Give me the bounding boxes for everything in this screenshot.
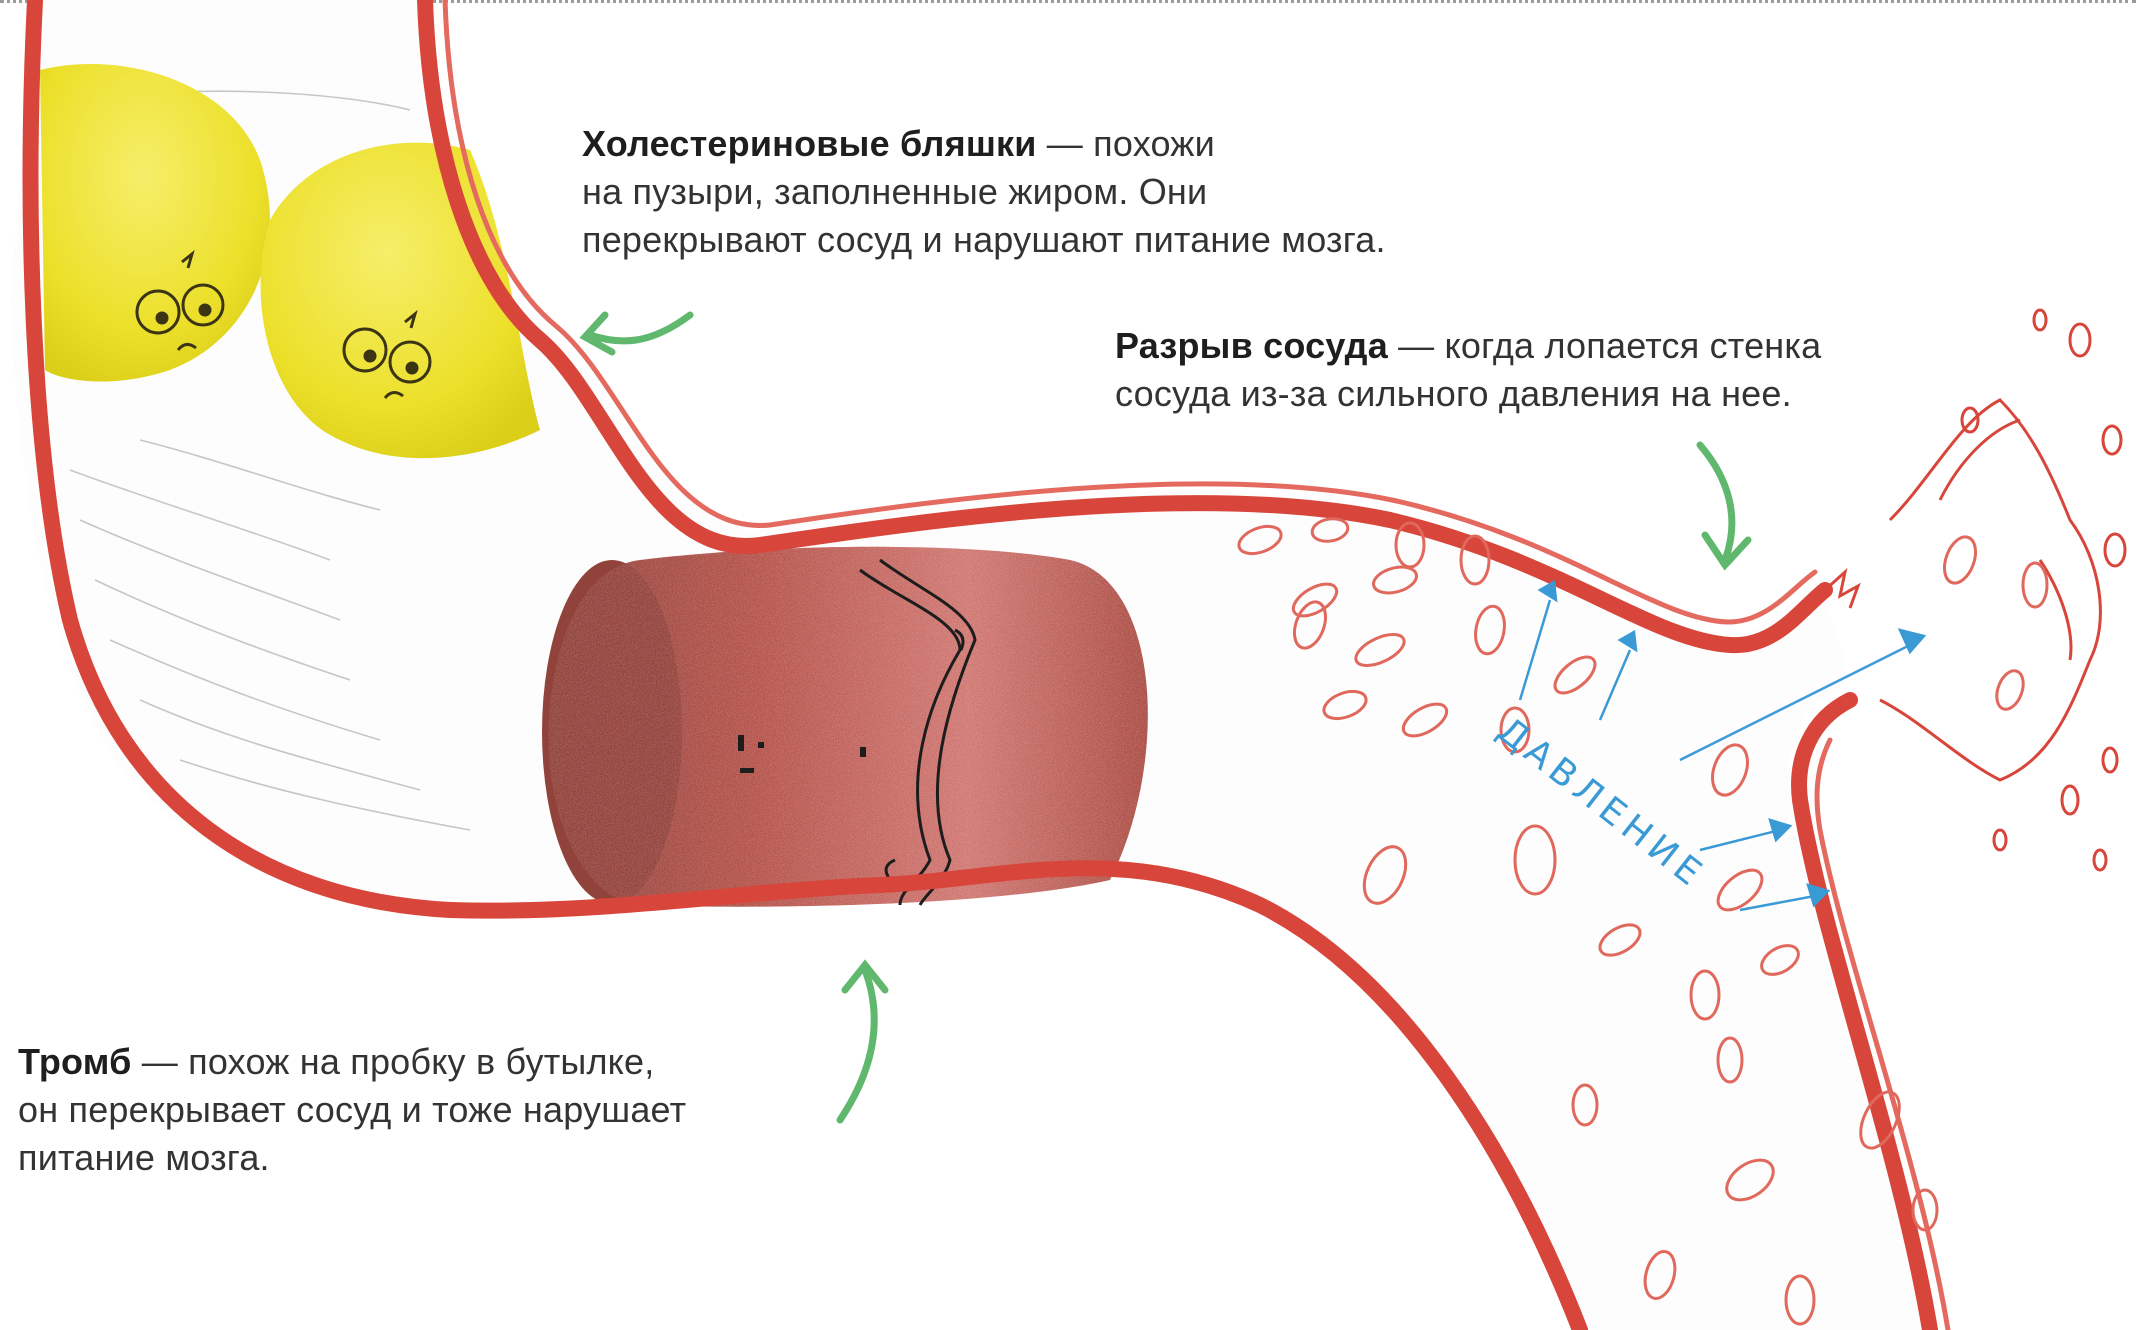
thrombus xyxy=(542,547,1148,907)
caption-thrombus-line3: питание мозга. xyxy=(18,1137,270,1178)
caption-thrombus: Тромб — похож на пробку в бутылке, он пе… xyxy=(18,1038,818,1182)
blood-cell xyxy=(1939,533,1982,588)
green-curved-arrow-icon-2 xyxy=(1700,445,1748,565)
caption-plaques: Холестериновые бляшки — похожи на пузыри… xyxy=(582,120,1562,264)
caption-thrombus-line2: он перекрывает сосуд и тоже нарушает xyxy=(18,1089,686,1130)
blood-cell xyxy=(1992,667,2028,713)
caption-rupture-line2: сосуда из-за сильного давления на нее. xyxy=(1115,373,1792,414)
green-curved-arrow-icon xyxy=(585,315,690,352)
caption-thrombus-line1: — похож на пробку в бутылке, xyxy=(132,1041,655,1082)
caption-plaques-line3: перекрывают сосуд и нарушают питание моз… xyxy=(582,219,1386,260)
blood-cell xyxy=(2023,563,2047,607)
caption-rupture-line1: — когда лопается стенка xyxy=(1388,325,1821,366)
caption-rupture-term: Разрыв сосуда xyxy=(1115,325,1388,366)
caption-plaques-line2: на пузыри, заполненные жиром. Они xyxy=(582,171,1207,212)
green-curved-arrow-icon-3 xyxy=(840,965,885,1120)
caption-rupture: Разрыв сосуда — когда лопается стенка со… xyxy=(1115,322,2075,418)
caption-plaques-line1: — похожи xyxy=(1037,123,1215,164)
caption-plaques-term: Холестериновые бляшки xyxy=(582,123,1037,164)
caption-thrombus-term: Тромб xyxy=(18,1041,132,1082)
